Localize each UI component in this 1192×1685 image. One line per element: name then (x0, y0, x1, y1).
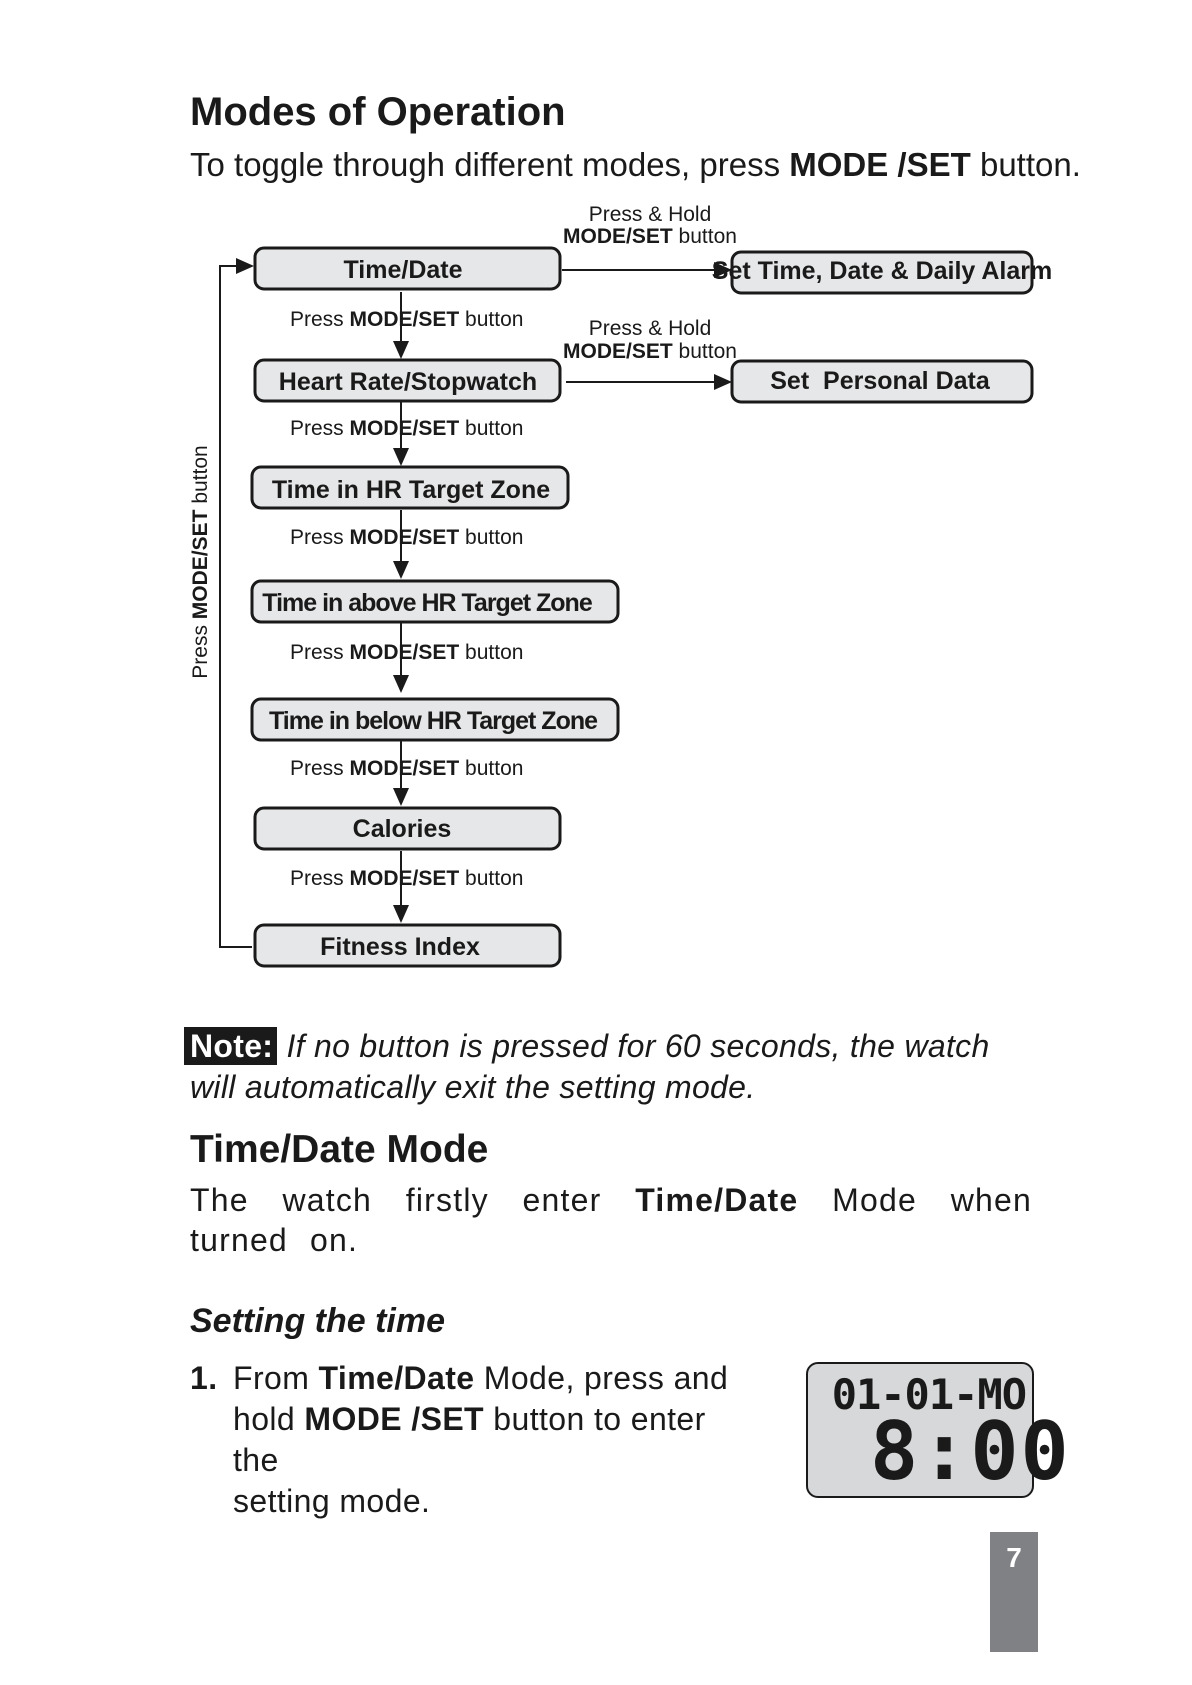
svg-text:Press & Hold: Press & Hold (589, 203, 712, 226)
svg-text:Time/Date: Time/Date (343, 256, 462, 284)
section-title: Time/Date Mode (190, 1128, 489, 1171)
svg-text:MODE/SET button: MODE/SET button (563, 225, 737, 248)
mode-box-fitness-index: Fitness Index (253, 923, 562, 968)
mode-box-heart-rate-stopwatch: Heart Rate/Stopwatch (253, 358, 562, 403)
mode-box-above-hr-zone: Time in above HR Target Zone (250, 579, 620, 624)
mode-set-label: MODE /SET (789, 146, 971, 183)
mode-box-calories: Calories (253, 806, 562, 851)
svg-text:MODE/SET button: MODE/SET button (563, 340, 737, 363)
svg-text:Press MODE/SET button: Press MODE/SET button (290, 757, 523, 780)
watch-lcd-display: 01-01-MO 8:00 (806, 1362, 1069, 1498)
subsection-title: Setting the time (190, 1302, 446, 1340)
mode-box-below-hr-zone: Time in below HR Target Zone (250, 697, 620, 742)
svg-text:Press MODE/SET button: Press MODE/SET button (290, 308, 523, 331)
svg-text:Time in above HR Target Zone: Time in above HR Target Zone (262, 589, 593, 617)
svg-text:Press MODE/SET button: Press MODE/SET button (290, 641, 523, 664)
svg-text:Set Time, Date & Daily Alarm: Set Time, Date & Daily Alarm (712, 257, 1052, 285)
svg-text:Time in HR Target Zone: Time in HR Target Zone (272, 476, 550, 504)
setting-box-personal-data: Set Personal Data (730, 359, 1034, 404)
svg-text:Press MODE/SET button: Press MODE/SET button (290, 867, 523, 890)
loop-label: Press MODE/SET button (189, 445, 212, 678)
lcd-date-readout: 01-01-MO (831, 1370, 1027, 1419)
svg-text:Heart Rate/Stopwatch: Heart Rate/Stopwatch (279, 368, 537, 396)
svg-text:Set Personal Data: Set Personal Data (770, 367, 991, 395)
page-title: Modes of Operation (190, 90, 566, 134)
lcd-time-readout: 8:00 (870, 1405, 1071, 1498)
setting-box-time-date-alarm: Set Time, Date & Daily Alarm (712, 250, 1052, 295)
svg-text:Time in below HR Target Zone: Time in below HR Target Zone (269, 707, 598, 735)
section-paragraph: The watch firstly enter Time/Date Mode w… (190, 1182, 1032, 1258)
intro-text: To toggle through different modes, press… (190, 146, 1081, 183)
loop-back-arrowhead (236, 258, 254, 274)
mode-box-hr-target-zone: Time in HR Target Zone (250, 465, 570, 510)
svg-text:Fitness Index: Fitness Index (320, 933, 480, 961)
page-number: 7 (1006, 1542, 1022, 1573)
setting-step-1: 1.From Time/Date Mode, press and hold MO… (190, 1360, 729, 1519)
svg-text:Press MODE/SET button: Press MODE/SET button (290, 417, 523, 440)
loop-back-line (219, 265, 252, 948)
svg-text:Press & Hold: Press & Hold (589, 317, 712, 340)
step-labels: Press MODE/SET button Press MODE/SET but… (290, 308, 523, 890)
hold-arrowhead-2 (714, 374, 732, 390)
hold-labels: Press & Hold MODE/SET button Press & Hol… (563, 203, 737, 363)
svg-text:Calories: Calories (353, 815, 452, 843)
mode-flow-diagram: Time/Date Heart Rate/Stopwatch Time in H… (189, 203, 1052, 968)
mode-box-time-date: Time/Date (253, 246, 562, 291)
note-badge: Note: (184, 1027, 278, 1065)
step-number: 1. (190, 1360, 218, 1396)
note-text: Note: If no button is pressed for 60 sec… (184, 1026, 1032, 1108)
hold-arrowhead-1 (714, 262, 732, 278)
vertical-connectors (393, 292, 409, 923)
svg-text:Press MODE/SET button: Press MODE/SET button (290, 526, 523, 549)
page-number-tab: 7 (990, 1532, 1038, 1652)
